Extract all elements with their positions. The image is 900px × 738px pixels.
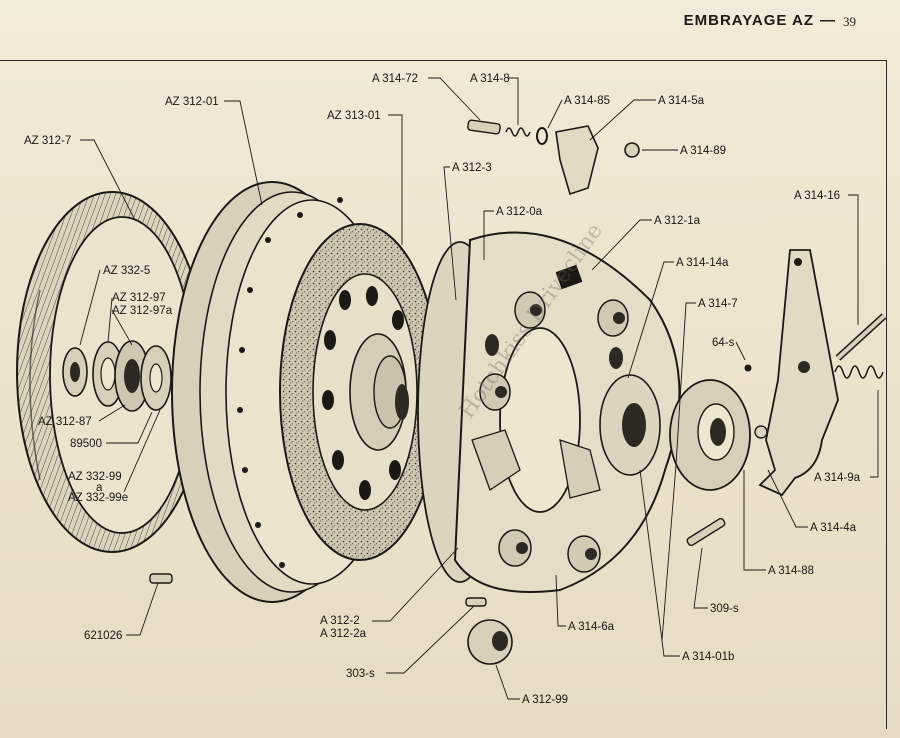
label-a314-89: A 314-89 — [680, 145, 726, 157]
release-bearing — [669, 379, 751, 491]
label-a314-01b: A 314-01b — [682, 651, 734, 663]
label-a312-2a: A 312-2a — [320, 628, 367, 640]
label-a312-99: A 312-99 — [522, 694, 568, 706]
pilot-bearing-stack — [62, 340, 172, 412]
label-89500: 89500 — [70, 438, 102, 450]
label-az332-5: AZ 332-5 — [103, 265, 150, 277]
diagram-frame — [0, 60, 887, 729]
release-fork — [754, 249, 887, 497]
label-az312-01: AZ 312-01 — [165, 96, 219, 108]
label-a314-88: A 314-88 — [768, 565, 814, 577]
pressure-plate-assembly — [417, 231, 681, 593]
label-621026: 621026 — [84, 630, 122, 642]
label-az313-01: AZ 313-01 — [327, 110, 381, 122]
label-a314-5a: A 314-5a — [658, 95, 705, 107]
page-number: 39 — [843, 14, 856, 29]
label-az332-99: AZ 332-99 — [68, 471, 122, 483]
label-a312-1a: A 312-1a — [654, 215, 701, 227]
label-az312-7: AZ 312-7 — [24, 135, 71, 147]
friction-disc — [279, 223, 441, 561]
label-a314-9a: A 314-9a — [814, 472, 861, 484]
header-dash: — — [820, 12, 836, 29]
label-309-s: 309-s — [710, 603, 739, 615]
label-a314-7: A 314-7 — [698, 298, 738, 310]
label-a314-4a: A 314-4a — [810, 522, 857, 534]
label-a314-14a: A 314-14a — [676, 257, 729, 269]
page-header: EMBRAYAGE AZ — — [684, 12, 842, 29]
label-az312-97a: AZ 312-97a — [112, 305, 173, 317]
label-a314-8: A 314-8 — [470, 73, 510, 85]
label-a-mark: a — [96, 482, 103, 494]
label-303-s: 303-s — [346, 668, 375, 680]
label-a312-3: A 312-3 — [452, 162, 492, 174]
top-hardware — [149, 119, 752, 665]
leader-lines — [79, 77, 879, 700]
label-a314-85: A 314-85 — [564, 95, 610, 107]
label-a312-2: A 312-2 — [320, 615, 360, 627]
label-az312-97: AZ 312-97 — [112, 292, 166, 304]
label-az312-87: AZ 312-87 — [38, 416, 92, 428]
label-a314-6a: A 314-6a — [568, 621, 615, 633]
label-az332-99e: AZ 332-99e — [68, 492, 128, 504]
part-labels: AZ 312-7 AZ 312-01 AZ 313-01 A 314-72 A … — [24, 73, 861, 706]
label-64-s: 64-s — [712, 337, 735, 349]
label-a312-0a: A 312-0a — [496, 206, 543, 218]
header-title: EMBRAYAGE AZ — [683, 12, 814, 29]
label-a314-16: A 314-16 — [794, 190, 840, 202]
label-a314-72: A 314-72 — [372, 73, 418, 85]
